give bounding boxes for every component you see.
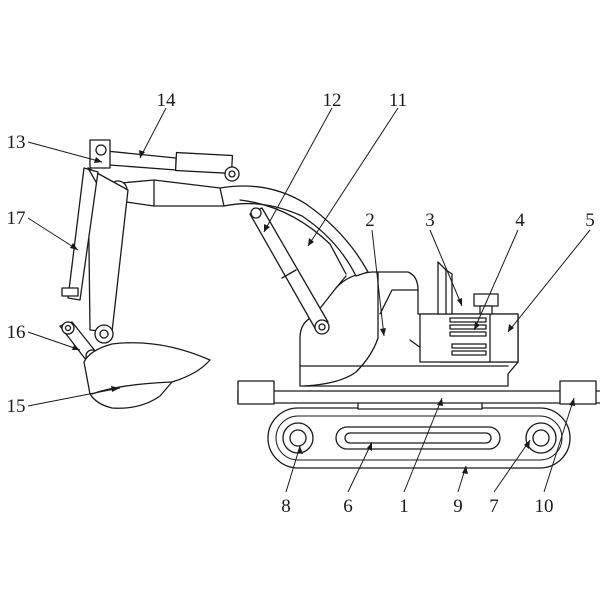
callout-9: 9 xyxy=(453,496,463,517)
bucket-cylinder-collar xyxy=(61,287,79,297)
leader-6 xyxy=(347,441,373,493)
callout-5: 5 xyxy=(585,210,595,231)
boom-inner-line xyxy=(239,199,347,275)
chassis-end-right xyxy=(559,380,597,405)
leader-11 xyxy=(307,107,399,247)
drive-wheel-right xyxy=(525,422,557,454)
leader-17 xyxy=(27,217,79,251)
callout-16: 16 xyxy=(7,322,26,343)
callout-3: 3 xyxy=(425,210,435,231)
arrow-heads xyxy=(70,150,575,474)
callout-2: 2 xyxy=(365,210,375,231)
cab-window-edge xyxy=(335,275,347,289)
callout-8: 8 xyxy=(281,496,291,517)
upper-body xyxy=(299,261,519,387)
leader-13 xyxy=(27,141,103,163)
boom-cylinder xyxy=(249,207,330,335)
boom-arm xyxy=(109,179,369,277)
leader-lines xyxy=(27,107,591,493)
leader-1 xyxy=(403,397,443,493)
chassis xyxy=(237,380,600,410)
callout-15: 15 xyxy=(7,396,26,417)
arm-cylinder-barrel xyxy=(174,151,234,175)
arm-cylinder xyxy=(95,149,240,182)
callout-13: 13 xyxy=(7,132,26,153)
drive-wheel-left xyxy=(282,422,314,454)
leader-2 xyxy=(371,229,385,337)
boom xyxy=(108,179,369,277)
bucket xyxy=(83,342,211,409)
cab-window xyxy=(379,289,419,315)
callout-6: 6 xyxy=(343,496,353,517)
cooling-vents xyxy=(449,317,487,356)
leader-12 xyxy=(263,107,333,233)
callout-labels: 14 12 11 13 17 16 15 2 3 4 5 8 6 1 9 7 1… xyxy=(7,90,595,517)
callout-12: 12 xyxy=(323,90,342,111)
leader-7 xyxy=(493,439,531,493)
track-inner xyxy=(275,415,563,461)
leader-16 xyxy=(27,331,81,351)
leader-5 xyxy=(507,229,591,333)
stick-top-edge xyxy=(87,167,97,183)
callout-7: 7 xyxy=(489,496,499,517)
exhaust-stack xyxy=(437,261,453,315)
leader-15 xyxy=(27,387,121,407)
leader-8 xyxy=(285,445,301,493)
arm-cylinder-pin-core xyxy=(228,170,236,178)
track-frame-slot-inner xyxy=(344,432,492,444)
bucket-cylinder xyxy=(67,167,99,301)
boom-joint-line-b xyxy=(219,187,225,207)
crawler-track xyxy=(267,407,571,469)
callout-14: 14 xyxy=(157,90,177,111)
callout-17: 17 xyxy=(7,208,26,229)
leader-14 xyxy=(139,107,167,159)
cab-divider xyxy=(303,271,379,387)
chassis-beam xyxy=(237,390,600,404)
callout-11: 11 xyxy=(389,90,407,111)
leader-4 xyxy=(473,229,519,331)
upper-bracket xyxy=(89,139,111,169)
chassis-end-left xyxy=(237,380,275,405)
callout-1: 1 xyxy=(399,496,409,517)
leader-3 xyxy=(429,229,463,307)
callout-4: 4 xyxy=(515,210,525,231)
callout-10: 10 xyxy=(535,496,554,517)
stick-arm xyxy=(61,167,129,333)
air-intake xyxy=(473,293,499,315)
leader-10 xyxy=(543,397,575,493)
